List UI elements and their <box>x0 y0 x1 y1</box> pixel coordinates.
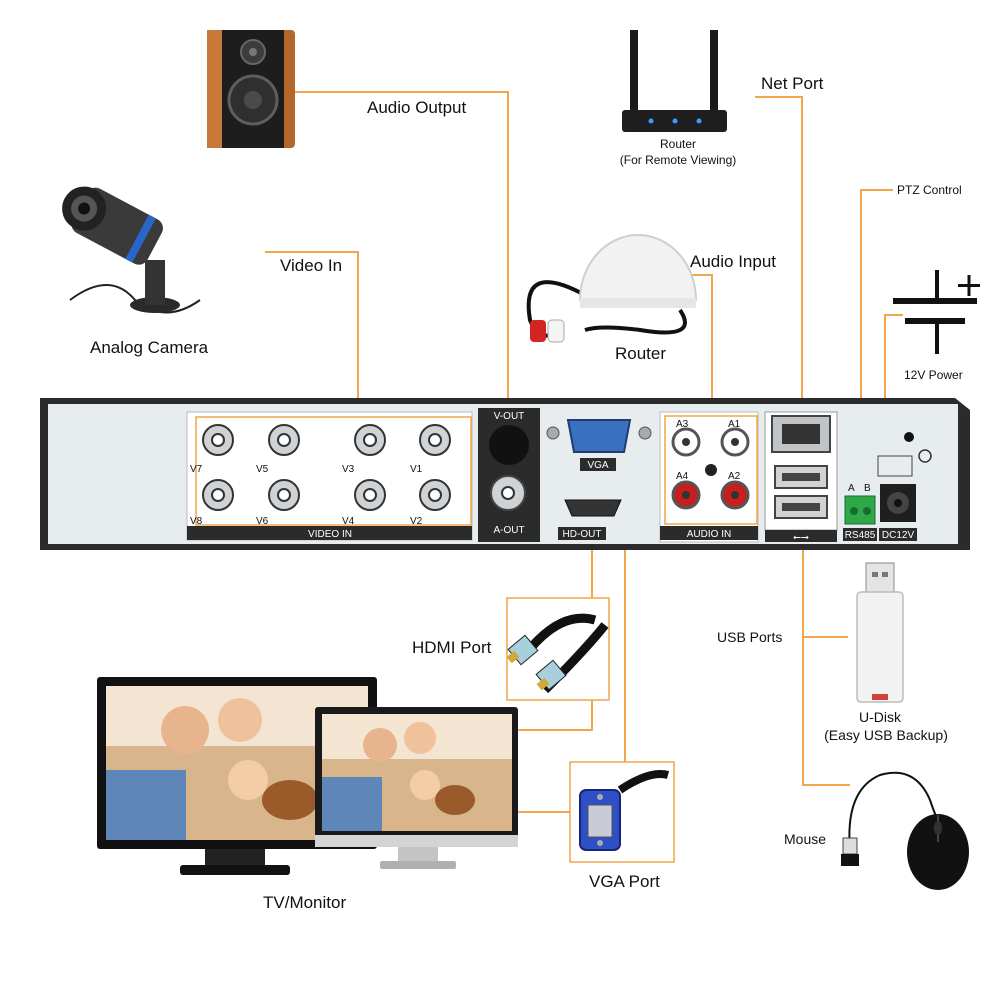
vga-cable-icon <box>569 761 675 863</box>
microphone-label: Router <box>615 344 666 363</box>
ptz-control-label: PTZ Control <box>897 183 962 197</box>
video-in-section: VIDEO IN V7 V5 V3 V1 V8 V6 V4 V2 <box>186 411 473 541</box>
router-subtitle: (For Remote Viewing) <box>620 153 736 167</box>
hdmi-cable-icon <box>506 597 610 701</box>
bnc-connectors <box>202 424 451 511</box>
net-port-label: Net Port <box>761 74 824 93</box>
channel-label: V1 <box>410 464 423 475</box>
audio-input-label: Audio Input <box>690 252 776 271</box>
channel-label: V7 <box>190 464 203 475</box>
hdmi-port-label: HDMI Port <box>412 638 492 657</box>
bnc-v5 <box>268 424 300 456</box>
bnc-v1 <box>419 424 451 456</box>
microphone-icon <box>526 234 698 343</box>
channel-label: V3 <box>342 464 355 475</box>
a-out-text: A-OUT <box>493 525 524 536</box>
channel-label: V4 <box>342 516 355 527</box>
connection-wires <box>265 91 903 813</box>
rs485-dc-section: A B RS485 DC12V <box>843 432 932 541</box>
dvr-back-panel: VIDEO IN V7 V5 V3 V1 V8 V6 V4 V2 V-O <box>40 398 970 550</box>
audio-channel-label: A4 <box>676 471 689 482</box>
bnc-v7 <box>202 424 234 456</box>
analog-camera-icon <box>62 186 201 314</box>
audio-channel-label: A2 <box>728 471 741 482</box>
channel-label: V2 <box>410 516 423 527</box>
channel-label: V5 <box>256 464 269 475</box>
vga-text: VGA <box>587 460 608 471</box>
lan-usb-section: ⭠⭢ <box>764 411 838 543</box>
channel-label: V8 <box>190 516 203 527</box>
channel-label: V6 <box>256 516 269 527</box>
mouse-label: Mouse <box>784 831 826 847</box>
audio-channel-label: A3 <box>676 419 689 430</box>
mouse-icon <box>841 771 969 890</box>
video-in-label: Video In <box>280 256 342 275</box>
computer-monitor-icon <box>315 707 518 869</box>
bnc-v2 <box>419 479 451 511</box>
usb-symbol-icon: ⭠⭢ <box>793 532 809 543</box>
rs485-b-label: B <box>864 483 871 494</box>
bnc-v8 <box>202 479 234 511</box>
speaker-icon <box>207 30 295 148</box>
usb-ports-label: USB Ports <box>717 629 782 645</box>
net-port-wire <box>755 96 803 420</box>
router-icon <box>622 30 727 132</box>
hdmi-monitor-wire <box>518 700 593 731</box>
display-out-section: VGA HD-OUT <box>546 419 652 540</box>
usb-wire <box>802 540 850 786</box>
hd-out-text: HD-OUT <box>563 529 602 540</box>
av-out-section: V-OUT A-OUT <box>478 408 540 542</box>
power-12v-label: 12V Power <box>904 368 963 382</box>
dc-power-symbol-icon <box>893 270 980 354</box>
video-in-panel-text: VIDEO IN <box>308 529 352 540</box>
vga-port-label: VGA Port <box>589 872 660 891</box>
analog-camera-label: Analog Camera <box>90 338 209 357</box>
audio-output-wire <box>295 91 509 482</box>
audio-in-section: AUDIO IN A3 A1 A4 A2 <box>659 411 759 543</box>
router-title: Router <box>660 137 696 151</box>
udisk-subtitle: (Easy USB Backup) <box>824 727 948 743</box>
rs485-a-label: A <box>848 483 855 494</box>
udisk-title: U-Disk <box>859 709 902 725</box>
v-out-text: V-OUT <box>494 411 525 422</box>
video-in-wire <box>265 251 359 415</box>
audio-output-label: Audio Output <box>367 98 467 117</box>
dc12v-text: DC12V <box>882 530 915 541</box>
rs485-text: RS485 <box>845 530 876 541</box>
audio-channel-label: A1 <box>728 419 741 430</box>
usb-disk-icon <box>856 562 904 703</box>
audio-input-wire <box>690 274 713 418</box>
bnc-v6 <box>268 479 300 511</box>
tv-monitor-icon <box>97 677 377 875</box>
audio-in-panel-text: AUDIO IN <box>687 529 731 540</box>
bnc-v4 <box>354 479 386 511</box>
tv-monitor-label: TV/Monitor <box>263 893 346 912</box>
bnc-v3 <box>354 424 386 456</box>
ptz-wire <box>860 189 893 500</box>
